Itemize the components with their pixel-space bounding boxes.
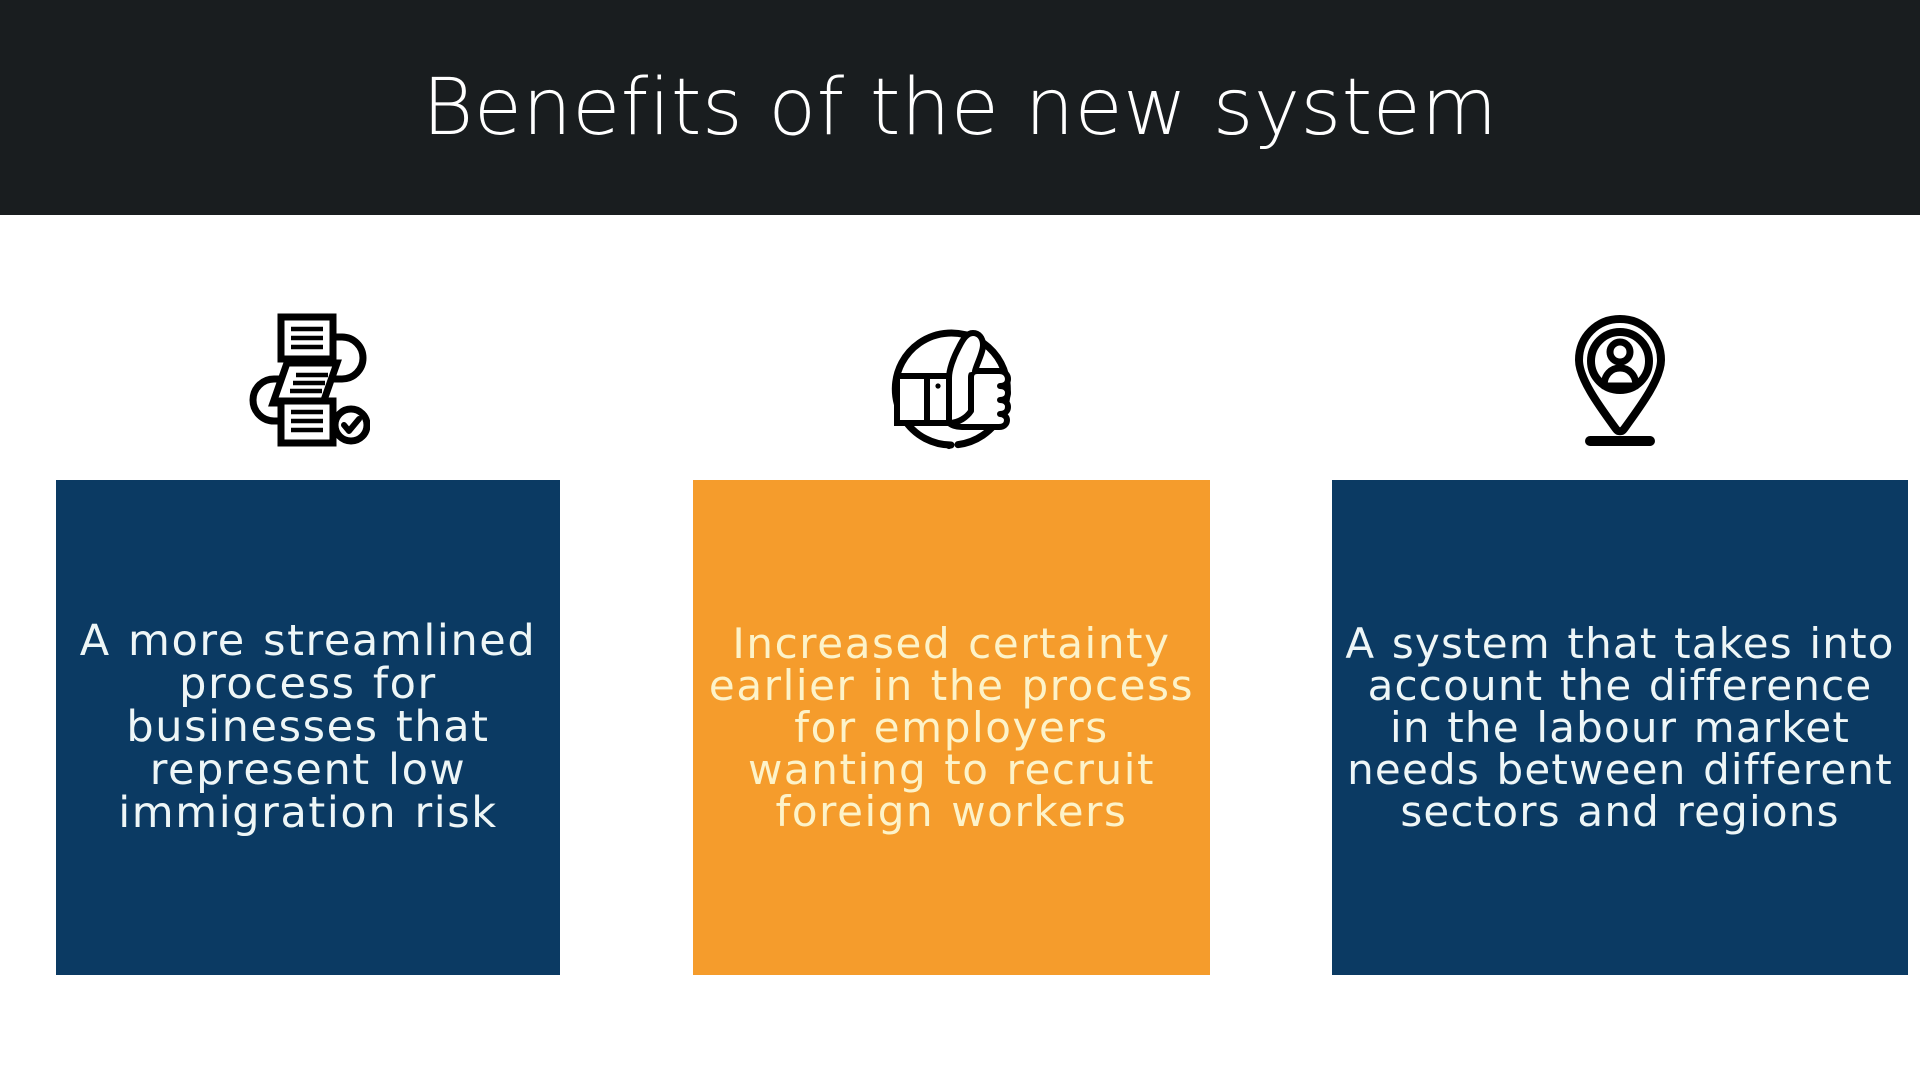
thumbs-up-circle-icon [693, 303, 1210, 453]
benefit-card-3: A system that takes into account the dif… [1332, 480, 1908, 975]
slide-content: A more streamlined process for businesse… [0, 215, 1920, 1080]
benefit-card-3-text: A system that takes into account the dif… [1345, 618, 1895, 836]
benefit-card-1-text: A more streamlined process for businesse… [79, 616, 537, 838]
page-title: Benefits of the new system [422, 62, 1498, 153]
workflow-documents-check-icon [56, 303, 560, 453]
benefit-card-2: Increased certainty earlier in the proce… [693, 480, 1210, 975]
slide-header-band: Benefits of the new system [0, 0, 1920, 215]
benefit-card-2-text: Increased certainty earlier in the proce… [708, 618, 1195, 836]
map-pin-person-icon [1332, 303, 1908, 453]
benefit-card-1: A more streamlined process for businesse… [56, 480, 560, 975]
